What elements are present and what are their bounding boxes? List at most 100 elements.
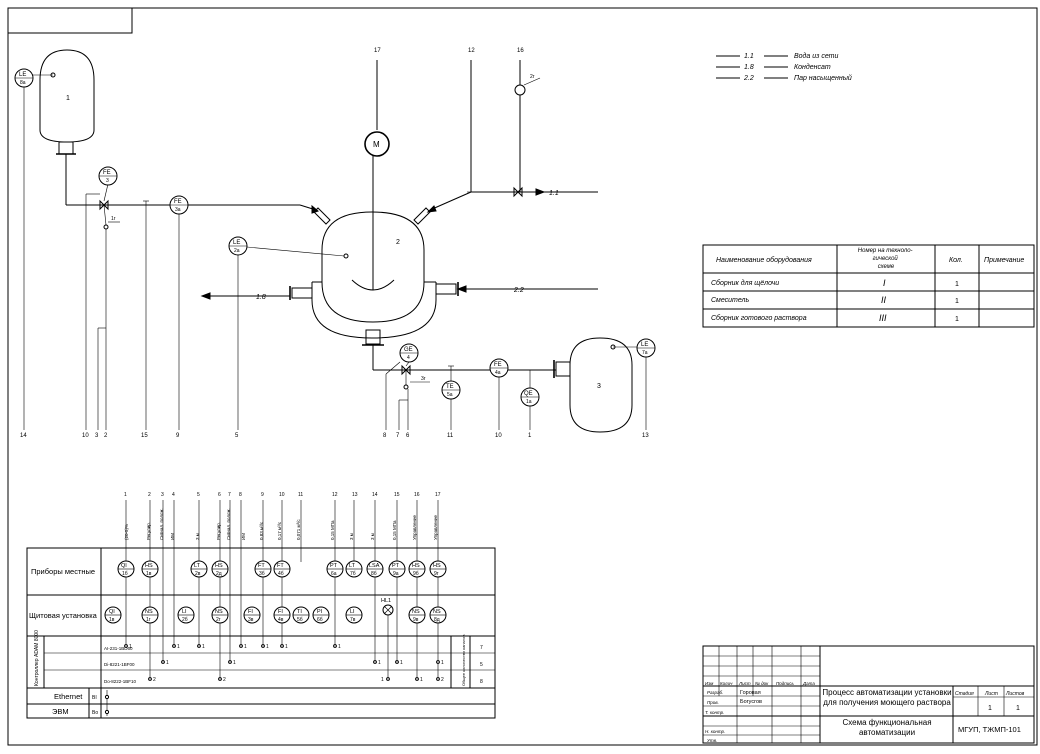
- svg-text:FE: FE: [174, 199, 182, 205]
- table-header-number-line-3: схеме: [878, 264, 895, 270]
- table-row-qty: 1: [955, 316, 959, 323]
- svg-text:Лист: Лист: [984, 691, 998, 697]
- svg-text:3г: 3г: [421, 376, 426, 382]
- svg-text:0,17 м³/с: 0,17 м³/с: [277, 521, 282, 540]
- svg-text:1: 1: [528, 433, 532, 439]
- svg-text:FI: FI: [278, 609, 283, 615]
- svg-text:1: 1: [166, 660, 169, 666]
- svg-text:7а: 7а: [642, 350, 648, 356]
- svg-text:Листов: Листов: [1005, 691, 1025, 697]
- title-block: Изм Колич Лист № док Подпись Дата Разраб…: [702, 645, 1035, 744]
- svg-text:ИМ: ИМ: [241, 533, 246, 540]
- svg-text:LSA: LSA: [369, 563, 380, 569]
- svg-text:Дата: Дата: [802, 681, 815, 686]
- row-label-local: Приборы местные: [31, 567, 95, 576]
- flow-water: 1.1: [549, 190, 559, 197]
- instrument-le-7a: LE 7а: [636, 338, 656, 430]
- svg-text:3 м: 3 м: [195, 533, 200, 540]
- svg-text:6: 6: [218, 492, 221, 498]
- table-header-note: Примечание: [984, 257, 1024, 264]
- row-label-board: Щитовая установка: [29, 611, 98, 620]
- svg-text:1г: 1г: [146, 617, 151, 623]
- svg-text:Сигнал. полож.: Сигнал. полож.: [226, 508, 231, 540]
- svg-text:8: 8: [239, 492, 242, 498]
- svg-text:13: 13: [642, 433, 649, 439]
- svg-text:5а: 5а: [447, 392, 453, 398]
- svg-text:3: 3: [106, 178, 109, 184]
- table-header-name: Наименование оборудования: [716, 256, 812, 264]
- flow-steam: 2.2: [513, 287, 524, 294]
- corner-stamp: [7, 7, 133, 34]
- vessel-2-label: 2: [396, 239, 400, 246]
- board-device-fi-4v: FI 4в: [273, 606, 291, 624]
- top-number-17: 17: [374, 48, 381, 54]
- svg-text:Регулир.: Регулир.: [146, 522, 151, 540]
- svg-text:4б: 4б: [278, 571, 284, 577]
- svg-text:1а: 1а: [526, 399, 532, 405]
- svg-text:1.1: 1.1: [744, 53, 754, 60]
- svg-text:QI: QI: [109, 609, 115, 615]
- svg-text:4: 4: [172, 492, 175, 498]
- svg-text:0,071 м³/с: 0,071 м³/с: [296, 519, 301, 540]
- table-header-number-line-2: гической: [873, 255, 899, 262]
- svg-text:PI: PI: [317, 609, 323, 615]
- bottom-line-numbers: 14 10 3 2 15 9 5 8 7 6 11 10 1 13: [20, 433, 649, 439]
- svg-text:2б: 2б: [182, 617, 188, 623]
- svg-text:1: 1: [177, 644, 180, 650]
- instrument-fe-3: FE 3: [98, 166, 118, 202]
- top-lines: 17 12 16 2г 1.1: [374, 48, 598, 213]
- motor-label: М: [373, 140, 380, 149]
- svg-text:6: 6: [406, 433, 410, 439]
- svg-text:1: 1: [381, 677, 384, 683]
- svg-text:6б: 6б: [317, 617, 323, 623]
- instrument-ge-4: GE 4: [399, 343, 419, 367]
- svg-text:NS: NS: [215, 609, 223, 615]
- svg-text:9в: 9в: [413, 617, 419, 623]
- board-device-pi-6b: PI 6б: [312, 606, 330, 624]
- svg-text:LT: LT: [194, 563, 201, 569]
- svg-text:13: 13: [352, 492, 358, 498]
- svg-text:10: 10: [82, 433, 89, 439]
- steam-arrow: 2.2: [456, 285, 598, 294]
- svg-text:1: 1: [266, 644, 269, 650]
- table-header-qty: Кол.: [949, 257, 963, 264]
- svg-text:LI: LI: [350, 609, 355, 615]
- svg-text:0,83 м³/с: 0,83 м³/с: [259, 521, 264, 540]
- svg-text:Вода из сети: Вода из сети: [794, 52, 839, 60]
- svg-text:1: 1: [400, 660, 403, 666]
- svg-text:2: 2: [441, 677, 444, 683]
- table-header-number: Номер на техноло- гической схеме: [858, 248, 914, 270]
- sheet-total: 1: [1016, 705, 1020, 712]
- count-ai: 7: [480, 645, 483, 651]
- row-label-evm: ЭВМ: [52, 707, 69, 716]
- svg-text:FT: FT: [258, 563, 265, 569]
- flow-condensate: 1.8: [256, 294, 266, 301]
- motor: М: [364, 60, 390, 157]
- svg-text:7в: 7в: [350, 617, 356, 623]
- svg-text:8д: 8д: [434, 617, 440, 623]
- svg-text:1: 1: [441, 660, 444, 666]
- equipment-table: Наименование оборудования Номер на техно…: [702, 244, 1035, 328]
- sheet-number: 1: [988, 705, 992, 712]
- svg-text:14: 14: [372, 492, 378, 498]
- svg-text:GE: GE: [404, 347, 413, 353]
- vessel-3-label: 3: [597, 383, 601, 390]
- svg-text:Подпись: Подпись: [776, 681, 794, 686]
- table-row-name: Сборник готового раствора: [711, 314, 807, 322]
- svg-text:15: 15: [141, 433, 148, 439]
- svg-text:LE: LE: [233, 240, 240, 246]
- module-do: Do-8222-1BF10: [104, 679, 137, 684]
- svg-text:1: 1: [129, 644, 132, 650]
- svg-text:QE: QE: [524, 391, 533, 397]
- svg-text:4в: 4в: [278, 617, 284, 623]
- svg-text:3 м: 3 м: [370, 533, 375, 540]
